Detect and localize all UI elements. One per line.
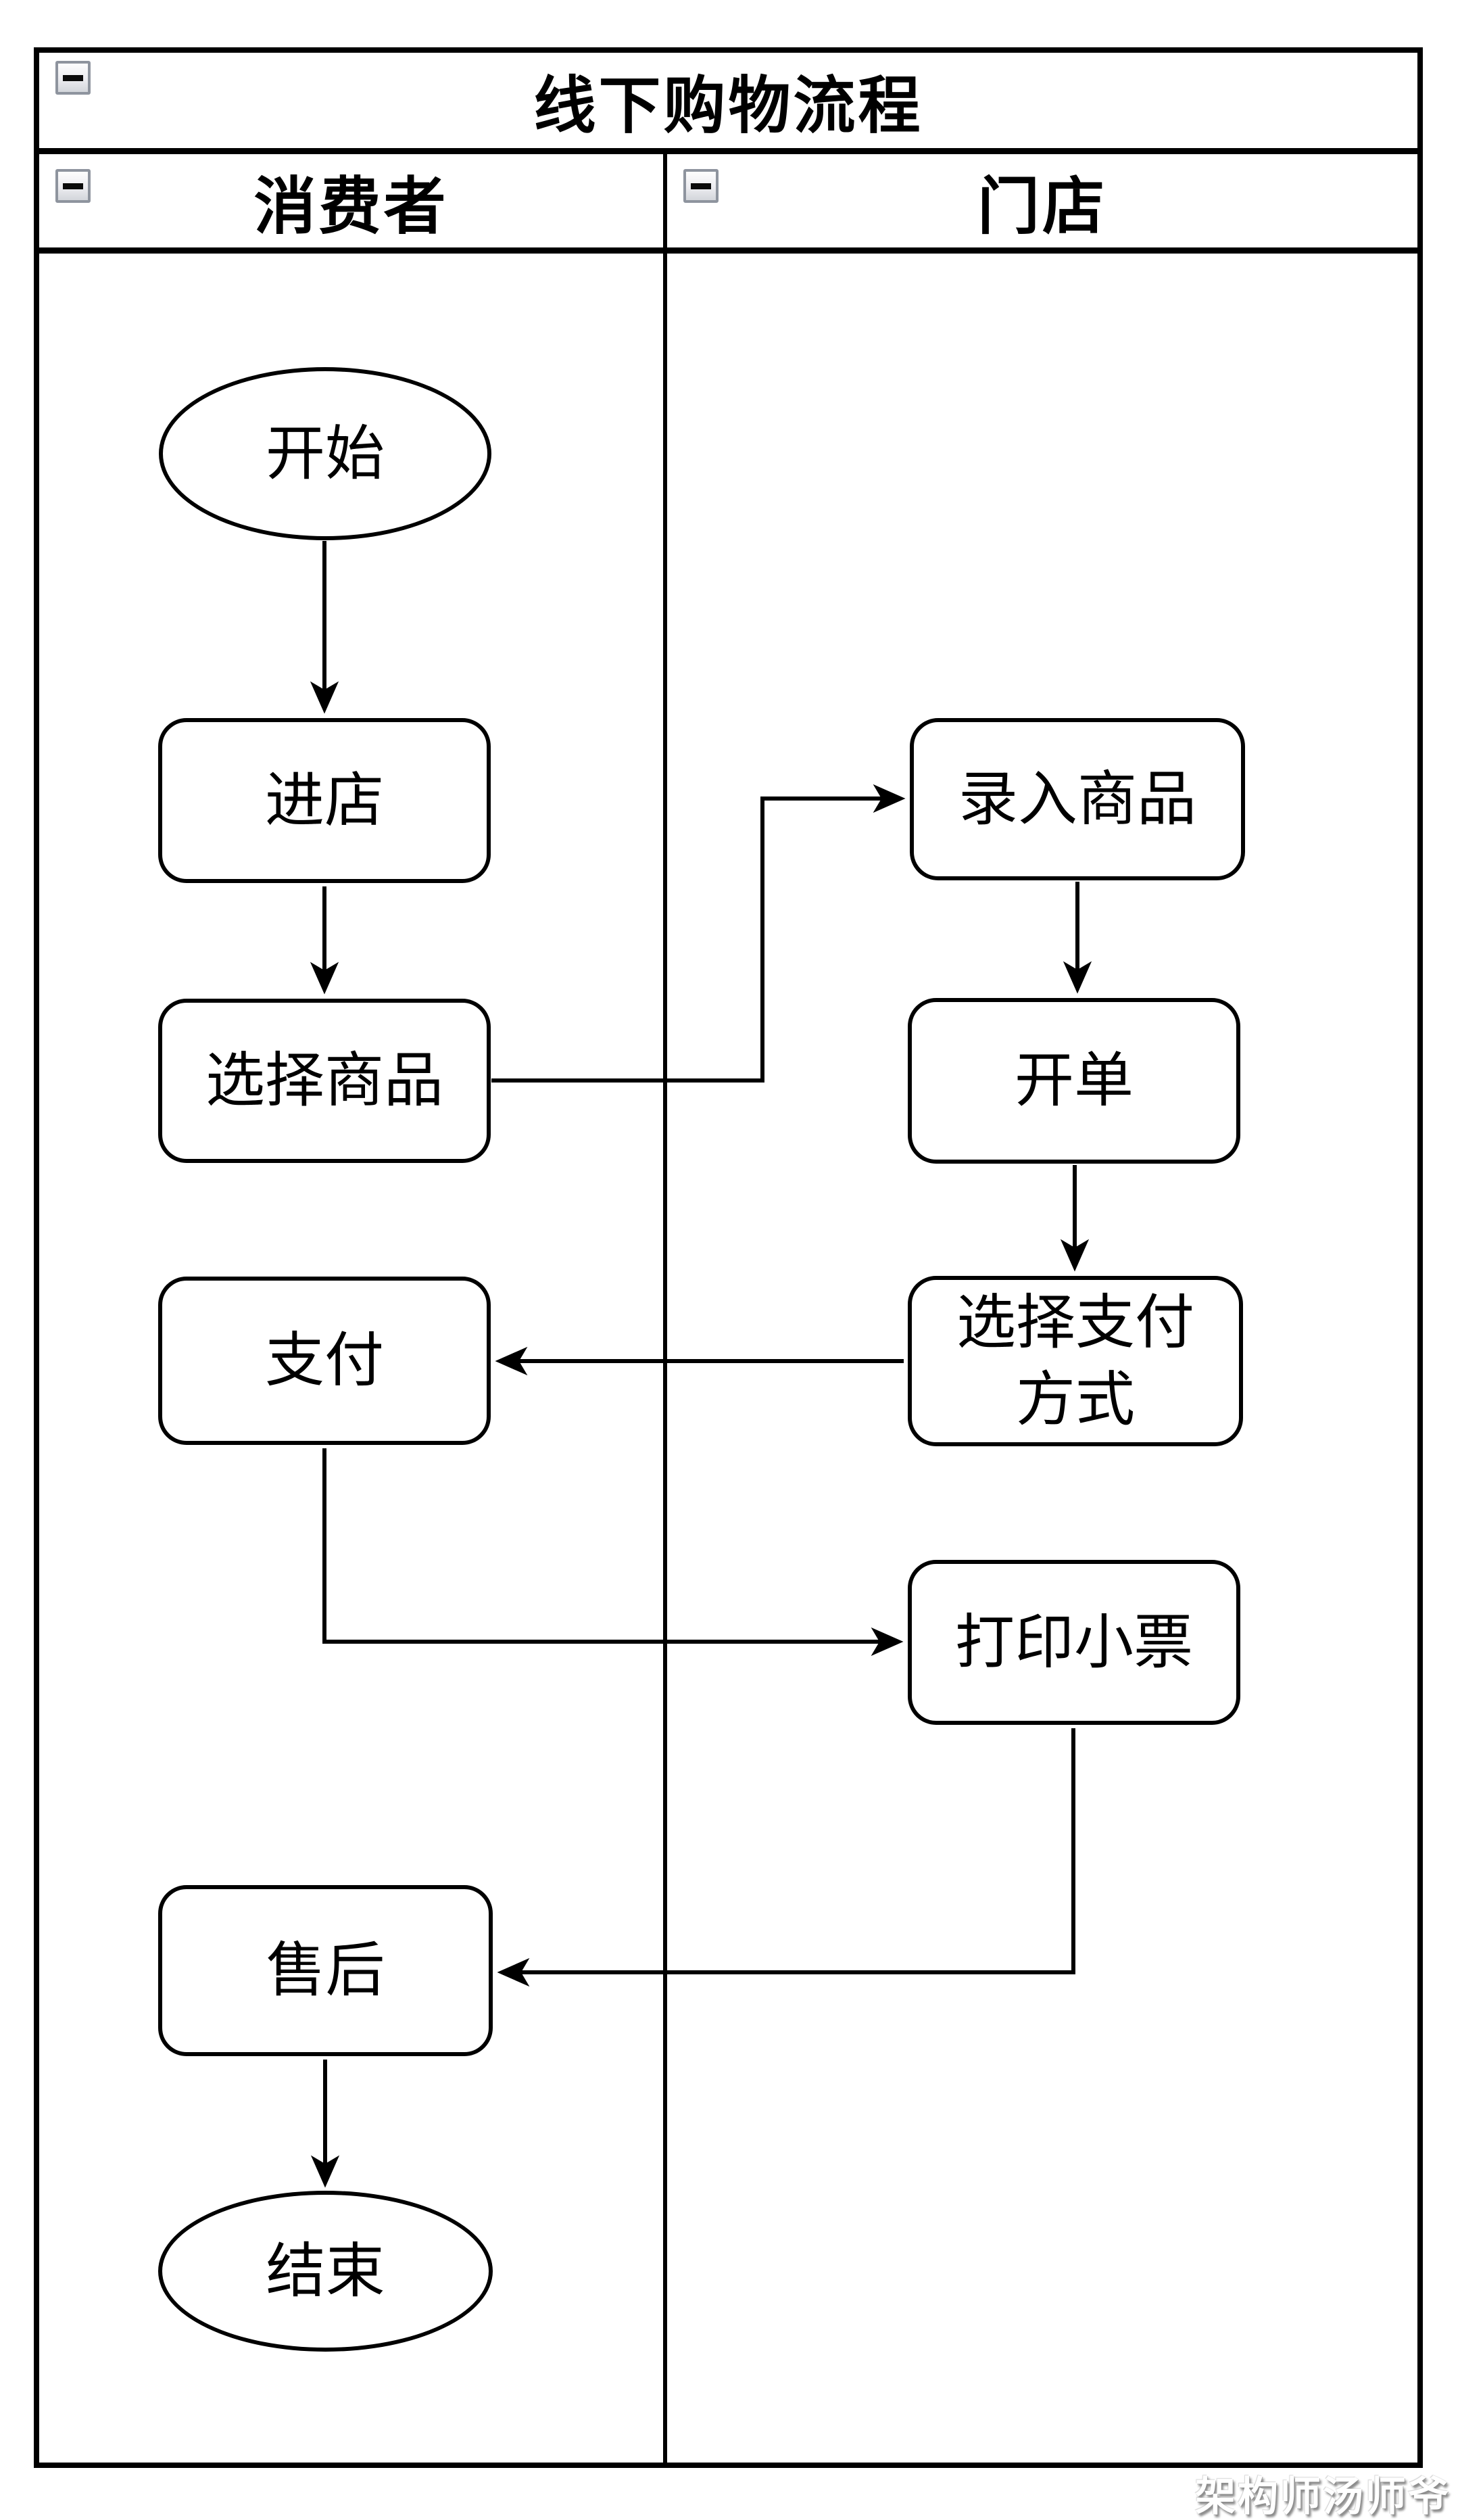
minus-icon	[63, 74, 83, 81]
node-choose-payment-method[interactable]: 选择支付方式	[908, 1276, 1243, 1446]
node-create-order-label: 开单	[1014, 1047, 1134, 1114]
edge-select-goods-to-record-goods	[491, 784, 906, 1083]
pool-title: 线下购物流程	[533, 72, 923, 141]
edge-pay-to-print-receipt	[322, 1448, 904, 1657]
collapse-lane-consumer-button[interactable]	[55, 169, 91, 203]
edge-print-receipt-to-after-sales	[497, 1728, 1075, 1987]
collapse-pool-button[interactable]	[55, 61, 91, 95]
pool-title-bar: 线下购物流程	[39, 53, 1417, 154]
minus-icon	[691, 183, 711, 189]
node-enter-store-label: 进店	[264, 766, 384, 834]
node-record-goods[interactable]: 录入商品	[910, 718, 1245, 880]
node-print-receipt[interactable]: 打印小票	[908, 1560, 1240, 1725]
node-pay-label: 支付	[264, 1327, 384, 1394]
node-end[interactable]: 结束	[158, 2191, 493, 2352]
node-end-label: 结束	[266, 2237, 385, 2304]
lane-header-consumer: 消费者	[39, 154, 663, 254]
node-start[interactable]: 开始	[159, 367, 491, 540]
minus-icon	[63, 183, 83, 189]
lane-title-store: 门店	[977, 172, 1107, 241]
collapse-lane-store-button[interactable]	[683, 169, 719, 203]
node-after-sales[interactable]: 售后	[158, 1885, 493, 2056]
node-pay[interactable]: 支付	[158, 1277, 491, 1445]
node-start-label: 开始	[265, 419, 385, 487]
lane-store: 门店	[667, 154, 1417, 2463]
node-select-goods[interactable]: 选择商品	[158, 999, 491, 1163]
lanes-container: 消费者 门店	[39, 154, 1417, 2463]
node-choose-payment-method-label: 选择支付方式	[956, 1288, 1194, 1433]
node-after-sales-label: 售后	[266, 1936, 385, 2004]
node-select-goods-label: 选择商品	[205, 1047, 443, 1114]
watermark-text: 架构师汤师爷	[1195, 2474, 1451, 2519]
lane-consumer: 消费者	[39, 154, 667, 2463]
lane-title-consumer: 消费者	[253, 172, 449, 241]
node-print-receipt-label: 打印小票	[954, 1608, 1193, 1675]
node-record-goods-label: 录入商品	[958, 765, 1196, 832]
node-create-order[interactable]: 开单	[908, 998, 1240, 1164]
node-enter-store[interactable]: 进店	[158, 718, 491, 883]
lane-header-store: 门店	[667, 154, 1417, 254]
